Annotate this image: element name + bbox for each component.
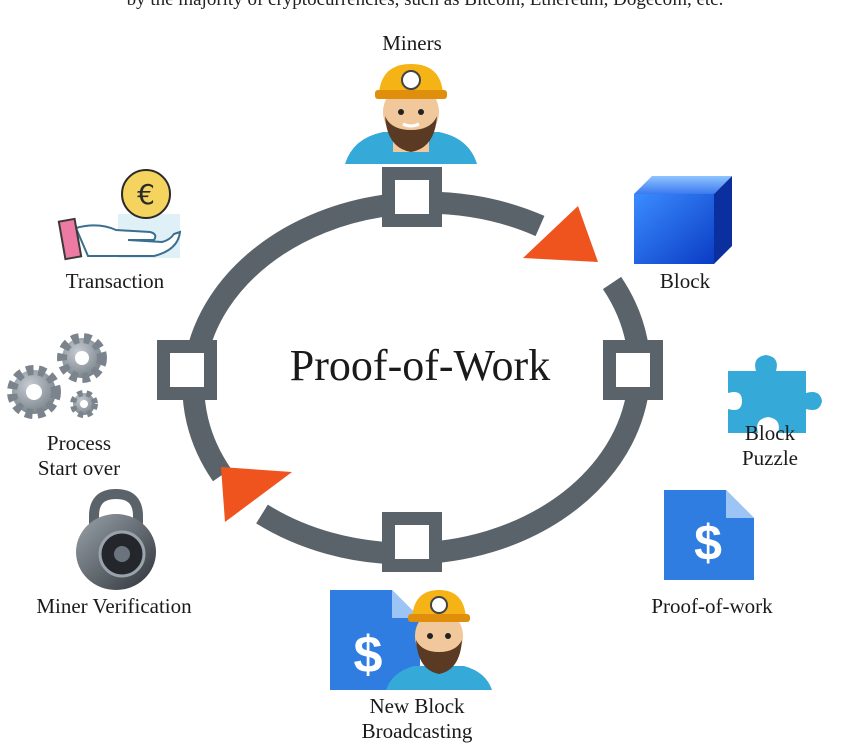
puzzle-piece-icon [728,355,822,433]
label-process-start-over-line1: Process [46,431,112,455]
ring-arc-left [182,191,545,482]
label-transaction: Transaction [65,269,165,293]
label-process-start-over-line2: Start over [37,456,121,480]
label-block: Block [659,269,711,293]
miner-icon [345,64,477,164]
label-miner-verification: Miner Verification [36,594,192,618]
label-process-start-over: Process Start over [14,431,144,481]
euro-symbol: € [137,178,155,211]
dollar-symbol: $ [694,515,722,571]
ring-arc-right [256,276,651,565]
label-new-block-broadcasting: New Block Broadcasting [322,694,512,744]
cube-icon [634,176,732,264]
hand-with-euro-coin-icon: € [57,169,182,261]
ring-nodes [157,167,663,572]
cycle-arrow-top-right [523,206,598,262]
label-block-puzzle-line2: Puzzle [742,446,798,470]
center-title: Proof-of-Work [289,341,551,390]
label-proof-of-work: Proof-of-work [651,594,773,618]
dollar-symbol-broadcast: $ [354,626,383,684]
label-miners: Miners [382,31,442,55]
label-block-puzzle-line1: Block [744,421,796,445]
combination-lock-icon [76,488,156,590]
dollar-document-icon: $ [664,490,754,580]
cycle-arrow-bottom-left [221,467,292,522]
label-block-puzzle: Block Puzzle [720,421,820,471]
label-new-block-broadcasting-line1: New Block [369,694,465,718]
top-caption: by the majority of cryptocurrencies, suc… [0,0,850,12]
gears-icon [7,333,107,419]
miner-with-dollar-document-icon: $ [330,590,492,690]
label-new-block-broadcasting-line2: Broadcasting [361,719,473,743]
